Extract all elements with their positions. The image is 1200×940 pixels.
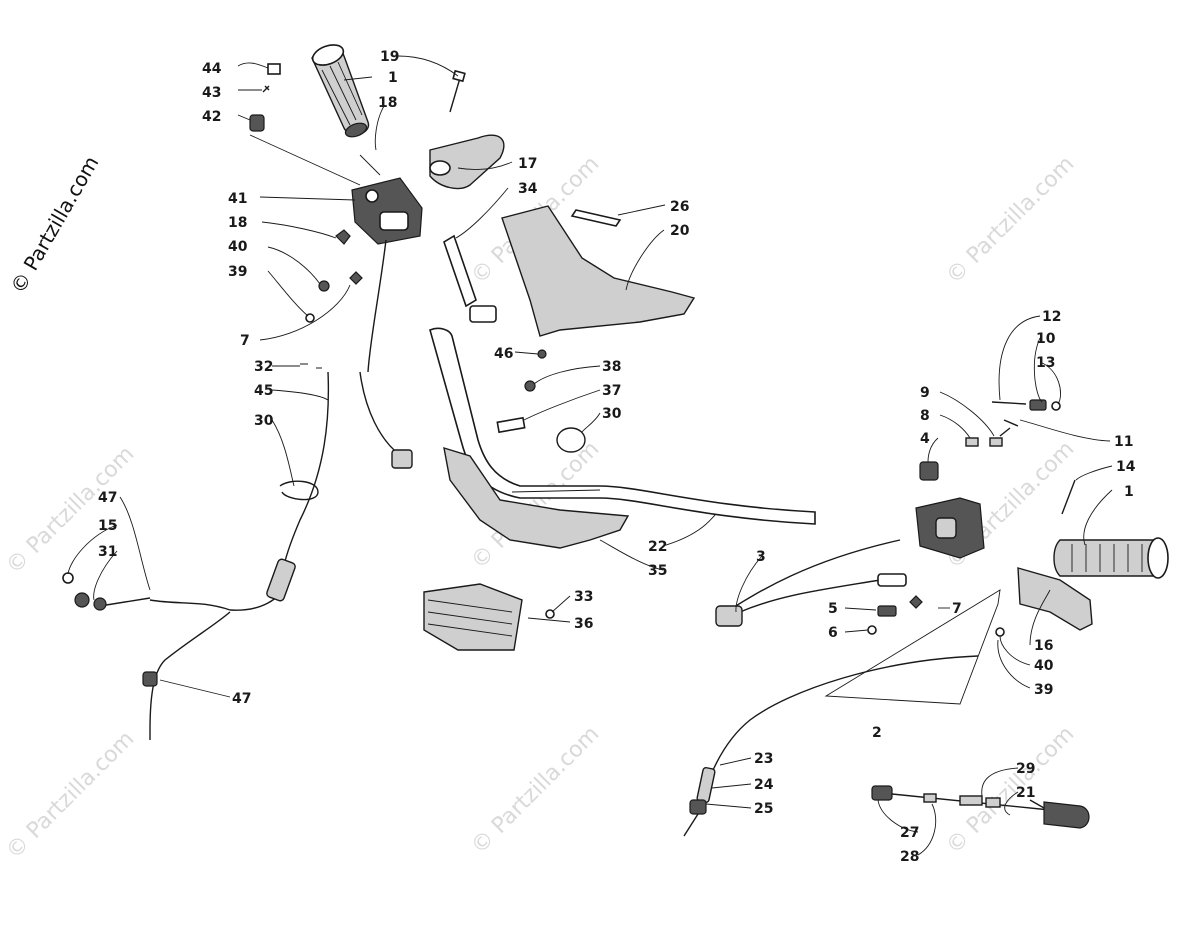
callout-46: 46	[494, 346, 513, 362]
callout-7: 7	[952, 601, 962, 617]
bracket-26	[570, 209, 622, 227]
watermark: © Partzilla.com	[2, 442, 140, 580]
callout-1: 1	[388, 70, 398, 86]
callout-27: 27	[900, 825, 919, 841]
handlebar-22	[429, 327, 816, 525]
pad-36	[423, 583, 523, 651]
callouts: 44 43 42 19 1 18 17 34 26 20 41 18 40 39…	[98, 49, 1136, 865]
callout-31: 31	[98, 544, 117, 560]
callout-11: 11	[1114, 434, 1133, 450]
plate-34	[443, 234, 477, 308]
callout-4: 4	[920, 431, 930, 447]
callout-35: 35	[648, 563, 667, 579]
clamp-16	[1017, 567, 1093, 631]
clamp-17	[429, 134, 505, 190]
callout-45: 45	[254, 383, 273, 399]
callout-12: 12	[1042, 309, 1061, 325]
callout-18: 18	[378, 95, 397, 111]
callout-29: 29	[1016, 761, 1035, 777]
outline-2	[824, 589, 1001, 705]
callout-10: 10	[1036, 331, 1056, 347]
callout-21: 21	[1016, 785, 1035, 801]
bolt-19	[449, 77, 461, 113]
callout-33: 33	[574, 589, 593, 605]
callout-28: 28	[900, 849, 919, 865]
part-40	[318, 280, 330, 292]
callout-19: 19	[380, 49, 399, 65]
callout-8: 8	[920, 408, 930, 424]
callout-24: 24	[754, 777, 774, 793]
part-44	[267, 63, 281, 75]
callout-1: 1	[1124, 484, 1134, 500]
watermark: © Partzilla.com	[467, 722, 605, 860]
callout-18: 18	[228, 215, 247, 231]
callout-26: 26	[670, 199, 689, 215]
callout-3: 3	[756, 549, 766, 565]
screw-7	[349, 271, 363, 285]
pad-20	[501, 205, 696, 337]
callout-43: 43	[202, 85, 221, 101]
watermark: © Partzilla.com	[942, 722, 1080, 860]
part-43	[262, 85, 270, 93]
callout-30: 30	[602, 406, 622, 422]
part-37	[496, 416, 526, 434]
watermark: © Partzilla.com	[2, 727, 140, 865]
callout-2: 2	[872, 725, 882, 741]
callout-47: 47	[232, 691, 251, 707]
callout-41: 41	[228, 191, 247, 207]
callout-30: 30	[254, 413, 274, 429]
callout-44: 44	[202, 61, 222, 77]
clip-30	[556, 427, 586, 453]
part-46	[537, 349, 547, 359]
callout-36: 36	[574, 616, 593, 632]
callout-39: 39	[228, 264, 247, 280]
callout-13: 13	[1036, 355, 1055, 371]
left-grip	[311, 44, 370, 138]
callout-16: 16	[1034, 638, 1053, 654]
callout-38: 38	[602, 359, 621, 375]
callout-23: 23	[754, 751, 773, 767]
callout-6: 6	[828, 625, 838, 641]
switch-housing-41	[351, 177, 423, 245]
callout-25: 25	[754, 801, 773, 817]
callout-9: 9	[920, 385, 930, 401]
part-42	[249, 114, 265, 132]
callout-34: 34	[518, 181, 538, 197]
leader-lines	[67, 55, 1113, 856]
part-18	[335, 229, 351, 245]
callout-15: 15	[98, 518, 117, 534]
riser-35	[443, 446, 630, 549]
callout-39: 39	[1034, 682, 1053, 698]
part-38	[524, 380, 536, 392]
callout-42: 42	[202, 109, 221, 125]
copyright-text: © Partzilla.com	[6, 152, 104, 298]
callout-17: 17	[518, 156, 537, 172]
callout-40: 40	[228, 239, 248, 255]
callout-20: 20	[670, 223, 690, 239]
callout-22: 22	[648, 539, 667, 555]
callout-47: 47	[98, 490, 117, 506]
callout-7: 7	[240, 333, 250, 349]
callout-14: 14	[1116, 459, 1136, 475]
callout-5: 5	[828, 601, 838, 617]
part-illustrations	[62, 44, 1169, 837]
callout-32: 32	[254, 359, 273, 375]
watermark: © Partzilla.com	[942, 152, 1080, 290]
callout-40: 40	[1034, 658, 1054, 674]
callout-37: 37	[602, 383, 621, 399]
